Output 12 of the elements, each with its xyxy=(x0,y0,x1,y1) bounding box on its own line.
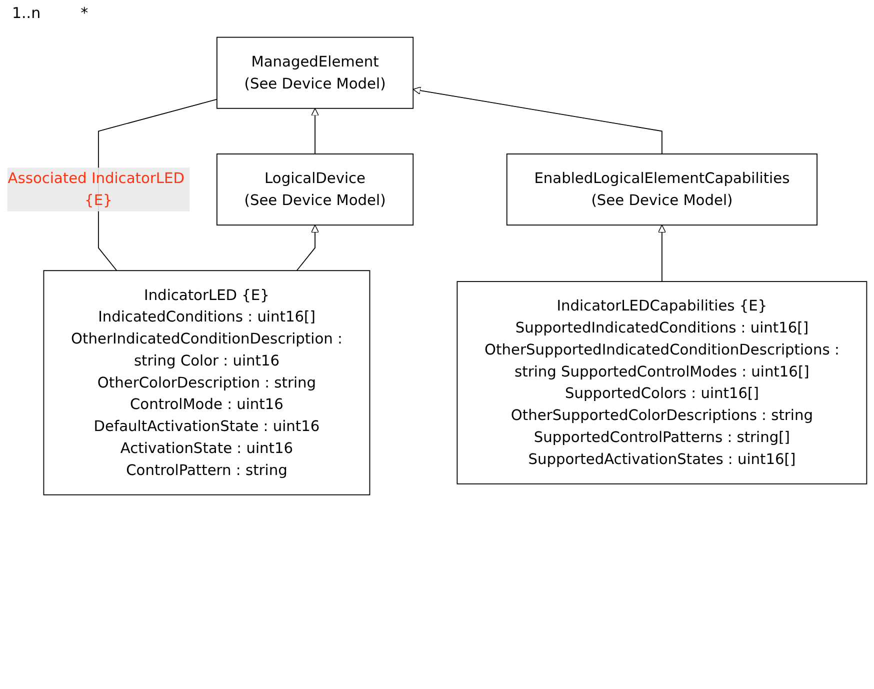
node-box: ManagedElement (See Device Model) xyxy=(216,36,414,109)
multiplicity-label: 1..n xyxy=(12,4,41,24)
node-box: EnabledLogicalElementCapabilities (See Device Model) xyxy=(506,154,818,226)
edge-label: Associated IndicatorLED {E} xyxy=(8,169,184,209)
node-box: LogicalDevice (See Device Model) xyxy=(216,154,414,226)
node-box: IndicatorLED {E} IndicatedConditions : uint16[] OtherIndicatedConditionDescription : string Color : uint16 OtherColorDescription : string ControlMode : uint16 DefaultActivationState : uint16 ActivationState : uint16 ControlPattern : string xyxy=(43,270,370,496)
arrow xyxy=(311,108,320,154)
arrow xyxy=(296,224,320,272)
node-box: IndicatorLEDCapabilities {E} SupportedIndicatedConditions : uint16[] OtherSupportedIndicatedConditionDescriptions : string SupportedControlModes : uint16[] SupportedColors : uint16[] OtherSupportedColorDescriptions : string SupportedControlPatterns : string[] SupportedActivationStates : uint16[] xyxy=(456,281,868,484)
arrow xyxy=(658,224,666,282)
arrow xyxy=(412,86,662,154)
multiplicity-label: * xyxy=(80,4,88,24)
